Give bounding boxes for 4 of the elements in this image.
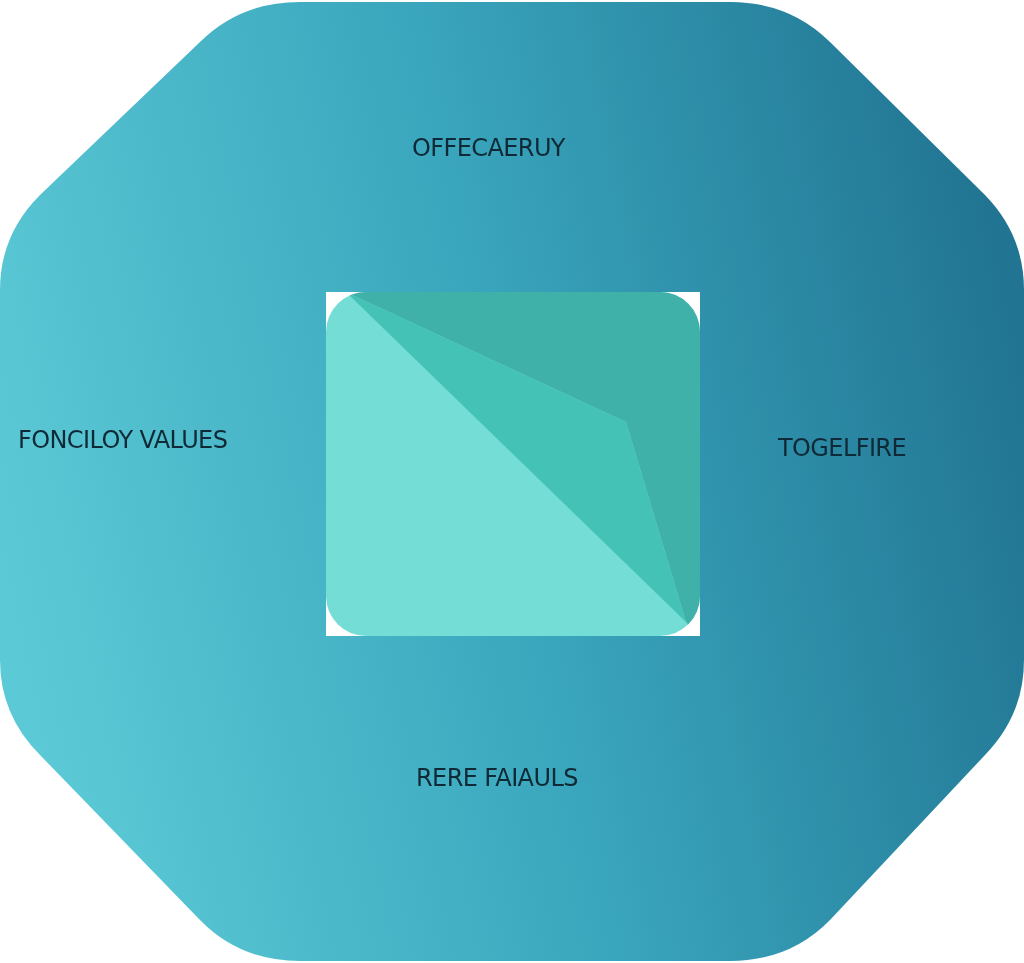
section-label: OFFECAERUY (412, 133, 565, 164)
section-label: FONCILOY VALUES (18, 425, 228, 456)
section-label: RERE FAIAULS (416, 763, 578, 794)
section-label: TOGELFIRE (778, 433, 906, 464)
